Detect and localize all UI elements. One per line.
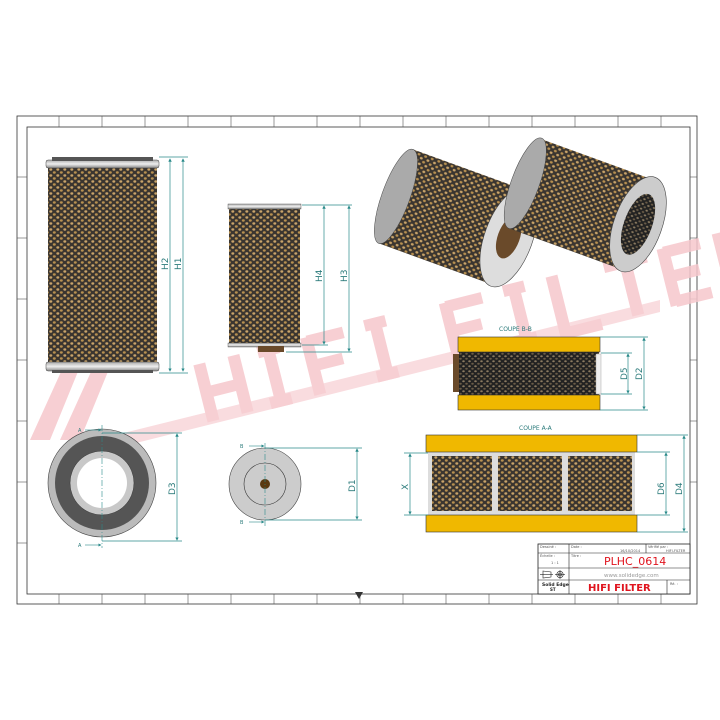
part-number: PLHC_0614 bbox=[604, 555, 666, 568]
section-bb-label: COUPE B-B bbox=[499, 326, 532, 333]
dimension-d2-d5 bbox=[600, 336, 648, 411]
cut-marker-a-bottom: A bbox=[78, 543, 82, 549]
scale-value: 1 : 1 bbox=[551, 561, 559, 565]
front-view-element bbox=[227, 203, 302, 352]
title-block bbox=[537, 543, 691, 595]
date-value: 16/10/2014 bbox=[620, 549, 641, 553]
label-d3: D3 bbox=[168, 482, 178, 495]
cut-marker-b-top: B bbox=[240, 444, 244, 450]
label-d6: D6 bbox=[657, 482, 667, 495]
label-h1: H1 bbox=[174, 258, 184, 271]
date-label: Date : bbox=[571, 545, 582, 549]
label-x: X bbox=[401, 484, 411, 490]
drawn-label: Dessiné : bbox=[540, 545, 556, 549]
software-version: ST bbox=[550, 587, 556, 592]
label-d1: D1 bbox=[348, 479, 358, 492]
label-d5: D5 bbox=[620, 367, 630, 380]
projection-symbol-icon bbox=[540, 570, 565, 579]
software-name: Solid Edge bbox=[542, 582, 569, 588]
dimension-d3 bbox=[102, 432, 182, 542]
scale-label: Échelle : bbox=[540, 553, 555, 558]
isometric-view-2 bbox=[503, 137, 667, 273]
title-label: Titre : bbox=[570, 554, 581, 558]
section-bb-view bbox=[453, 336, 602, 411]
dimension-h3-h4 bbox=[286, 204, 352, 353]
front-view-filter bbox=[45, 157, 160, 373]
label-d4: D4 bbox=[675, 482, 685, 495]
revision-label: Ré. : bbox=[670, 582, 678, 586]
dimension-h1-h2 bbox=[159, 156, 188, 374]
label-h3: H3 bbox=[340, 270, 350, 283]
section-aa-view bbox=[425, 434, 638, 533]
website-text: www.solidedge.com bbox=[604, 573, 659, 579]
label-d2: D2 bbox=[635, 367, 645, 380]
label-h4: H4 bbox=[315, 269, 325, 282]
cut-marker-a-top: A bbox=[78, 428, 82, 434]
center-mark-icon bbox=[355, 592, 363, 599]
section-aa-label: COUPE A-A bbox=[519, 425, 553, 432]
label-h2: H2 bbox=[161, 258, 171, 271]
company-name: HIFI FILTER bbox=[588, 583, 651, 594]
dimension-x-d4-d6 bbox=[404, 434, 688, 533]
checked-label: Vérifié par : bbox=[648, 545, 668, 549]
cut-marker-b-bottom: B bbox=[240, 520, 244, 526]
end-view-a bbox=[47, 425, 157, 548]
isometric-view-1 bbox=[374, 148, 538, 288]
checked-value: HIFI-FILTER bbox=[666, 549, 686, 553]
dimension-d1 bbox=[265, 447, 362, 521]
frame-zone-ticks bbox=[17, 116, 697, 604]
end-view-b bbox=[228, 443, 302, 526]
